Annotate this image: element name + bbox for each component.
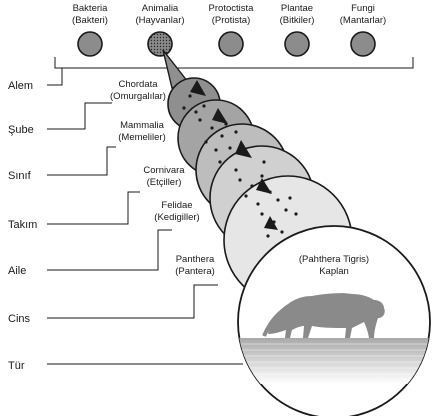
rank-cins: Cins — [8, 313, 31, 325]
disc-dot — [202, 104, 206, 108]
disc-dot — [256, 202, 260, 206]
species-scientific: (Pahthera Tigris) — [299, 254, 369, 265]
connector-alem — [47, 68, 63, 86]
taxon-chordata-sub: (Omurgalılar) — [110, 91, 166, 102]
notch — [264, 216, 278, 230]
connector-aile — [47, 229, 172, 271]
disc-dot — [266, 234, 270, 238]
kingdom-node — [284, 31, 310, 57]
tiger-silhouette — [268, 293, 385, 338]
disc-dot — [198, 118, 202, 122]
species-common: Kaplan — [319, 266, 349, 277]
kingdom-name: Bakteria — [73, 3, 109, 14]
disc-dot — [280, 230, 284, 234]
disc-dot — [214, 148, 218, 152]
rank-sinif: Sınıf — [8, 170, 32, 182]
kingdom-name: Protoctista — [209, 3, 255, 14]
rank-tur: Tür — [8, 360, 25, 372]
notch — [190, 80, 206, 96]
disc-dot — [260, 174, 264, 178]
kingdom-sub: (Hayvanlar) — [135, 15, 184, 26]
taxon-panthera-name: Panthera — [176, 254, 215, 265]
disc-dot — [284, 208, 288, 212]
disc-dot — [238, 178, 242, 182]
taxon-mammalia-sub: (Memeliler) — [118, 132, 166, 143]
connector-takim — [47, 191, 140, 225]
kingdom-sub: (Bitkiler) — [280, 15, 315, 26]
kingdom-node — [218, 31, 244, 57]
disc-dot — [234, 168, 238, 172]
connector-cins — [47, 284, 218, 319]
kingdom-name: Plantae — [281, 3, 313, 14]
notch — [256, 178, 272, 194]
kingdom-node — [77, 31, 103, 57]
kingdom-row: Bakteria (Bakteri) Animalia (Hayvanlar) … — [54, 3, 414, 69]
species-disc: (Pahthera Tigris) Kaplan — [237, 225, 431, 416]
disc-dot — [276, 198, 280, 202]
taxon-mammalia-name: Mammalia — [120, 120, 165, 131]
disc-dot — [244, 194, 248, 198]
tiger-tail — [262, 304, 291, 337]
disc-dot — [294, 212, 298, 216]
kingdom-sub: (Protista) — [212, 15, 251, 26]
ground-lines — [238, 343, 430, 375]
taxon-labels: Chordata (Omurgalılar) Mammalia (Memelil… — [110, 79, 215, 277]
disc-dot — [182, 106, 186, 110]
disc-dot — [260, 212, 264, 216]
disc-dot — [272, 220, 276, 224]
disc-dot — [188, 94, 192, 98]
kingdom-animalia: Animalia (Hayvanlar) — [135, 3, 185, 57]
disc-dot — [234, 130, 238, 134]
connector-sinif — [47, 146, 116, 176]
kingdom-fungi: Fungi (Mantarlar) — [340, 3, 386, 57]
rank-alem: Alem — [8, 80, 33, 92]
taxon-cornivara-sub: (Etçiller) — [147, 177, 182, 188]
disc-dot — [210, 126, 214, 130]
disc-dot — [220, 134, 224, 138]
rank-sube: Şube — [8, 124, 34, 136]
taxon-chordata-name: Chordata — [118, 79, 158, 90]
disc-dot — [288, 196, 292, 200]
taxon-panthera-sub: (Pantera) — [175, 266, 215, 277]
kingdom-name: Animalia — [142, 3, 179, 14]
rank-aile: Aile — [8, 265, 26, 277]
disc-dot — [250, 184, 254, 188]
rank-column: Alem Şube Sınıf Takım Aile Cins Tür — [8, 68, 243, 372]
rank-takim: Takım — [8, 219, 37, 231]
disc-dot — [262, 160, 266, 164]
kingdom-name: Fungi — [351, 3, 375, 14]
disc-dot — [204, 140, 208, 144]
kingdom-node — [147, 31, 173, 57]
kingdom-bracket — [54, 57, 414, 69]
taxon-felidae-sub: (Kedigiller) — [154, 212, 199, 223]
kingdom-protoctista: Protoctista (Protista) — [209, 3, 255, 57]
disc-dot — [194, 110, 198, 114]
kingdom-node — [350, 31, 376, 57]
disc-dot — [228, 146, 232, 150]
disc-dot — [224, 122, 228, 126]
kingdom-sub: (Mantarlar) — [340, 15, 386, 26]
kingdom-sub: (Bakteri) — [72, 15, 108, 26]
kingdom-bakteria: Bakteria (Bakteri) — [72, 3, 109, 57]
ground-band — [238, 338, 430, 384]
taxon-cornivara-name: Cornivara — [143, 165, 185, 176]
disc-dot — [268, 190, 272, 194]
notch — [212, 108, 228, 124]
connector-sube — [47, 102, 112, 130]
disc-dot — [218, 160, 222, 164]
notch — [235, 140, 252, 158]
kingdom-plantae: Plantae (Bitkiler) — [280, 3, 315, 57]
taxon-felidae-name: Felidae — [161, 200, 192, 211]
